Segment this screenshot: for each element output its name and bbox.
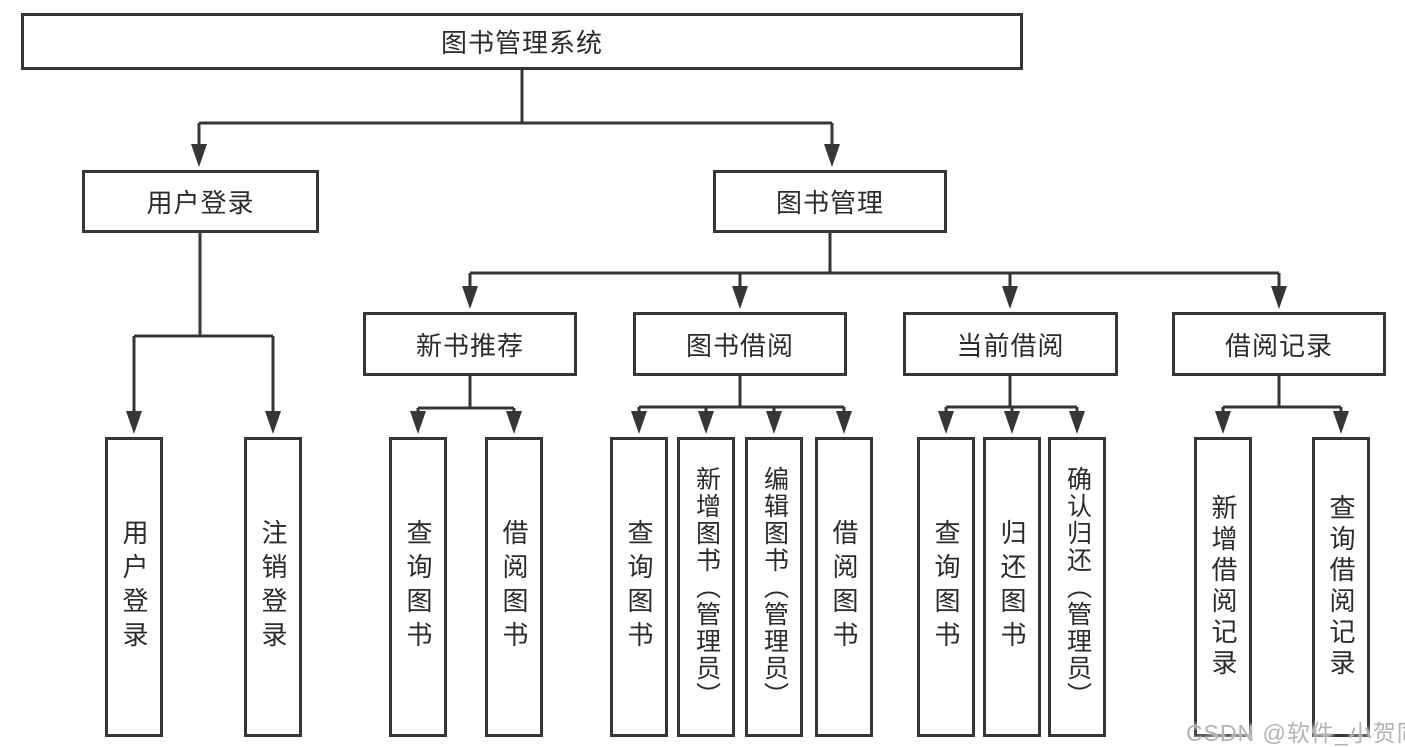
leaf-return-books: 归还图书: [983, 437, 1041, 737]
node-label: 借阅图书: [829, 519, 859, 655]
node-label: 图书管理系统: [440, 28, 603, 58]
node-label: 注销登录: [258, 519, 288, 655]
leaf-query-books-recommendation: 查询图书: [389, 437, 447, 737]
node-user-login: 用户登录: [82, 170, 319, 233]
leaf-query-borrow-record: 查询借阅记录: [1312, 437, 1370, 737]
leaf-confirm-return-admin: 确认归还（管理员）: [1048, 437, 1106, 737]
leaf-add-borrow-record: 新增借阅记录: [1194, 437, 1252, 737]
leaf-edit-books-admin: 编辑图书（管理员）: [745, 437, 803, 737]
node-label: 查询图书: [403, 519, 433, 655]
node-book-management: 图书管理: [713, 170, 947, 233]
node-label: 新增借阅记录: [1208, 494, 1238, 680]
node-label: 新增图书（管理员）: [692, 465, 721, 709]
node-label: 图书管理: [775, 188, 884, 218]
node-library-management-system: 图书管理系统: [21, 13, 1023, 70]
node-borrowing-records: 借阅记录: [1172, 312, 1386, 376]
node-label: 查询图书: [931, 519, 961, 655]
csdn-watermark: CSDN @软件_小贺同学: [1186, 720, 1405, 746]
node-label: 用户登录: [146, 188, 255, 218]
leaf-borrow-books-recommendation: 借阅图书: [485, 437, 543, 737]
node-label: 图书借阅: [685, 330, 794, 361]
leaf-logout: 注销登录: [244, 437, 302, 737]
node-label: 编辑图书（管理员）: [760, 465, 789, 709]
node-label: 借阅记录: [1224, 330, 1333, 361]
node-label: 当前借阅: [956, 330, 1065, 361]
node-label: 用户登录: [119, 519, 149, 655]
node-label: 新书推荐: [415, 330, 524, 361]
node-label: 归还图书: [997, 519, 1027, 655]
leaf-user-login: 用户登录: [105, 437, 163, 737]
leaf-borrow-books: 借阅图书: [815, 437, 873, 737]
node-label: 查询借阅记录: [1326, 494, 1356, 680]
leaf-query-books-borrowing: 查询图书: [610, 437, 668, 737]
node-label: 确认归还（管理员）: [1063, 465, 1092, 709]
node-label: 查询图书: [624, 519, 654, 655]
node-current-borrowing: 当前借阅: [903, 312, 1118, 376]
node-new-book-recommendation: 新书推荐: [363, 312, 577, 376]
node-book-borrowing: 图书借阅: [633, 312, 847, 376]
leaf-query-books-current: 查询图书: [917, 437, 975, 737]
leaf-add-books-admin: 新增图书（管理员）: [677, 437, 735, 737]
node-label: 借阅图书: [499, 519, 529, 655]
